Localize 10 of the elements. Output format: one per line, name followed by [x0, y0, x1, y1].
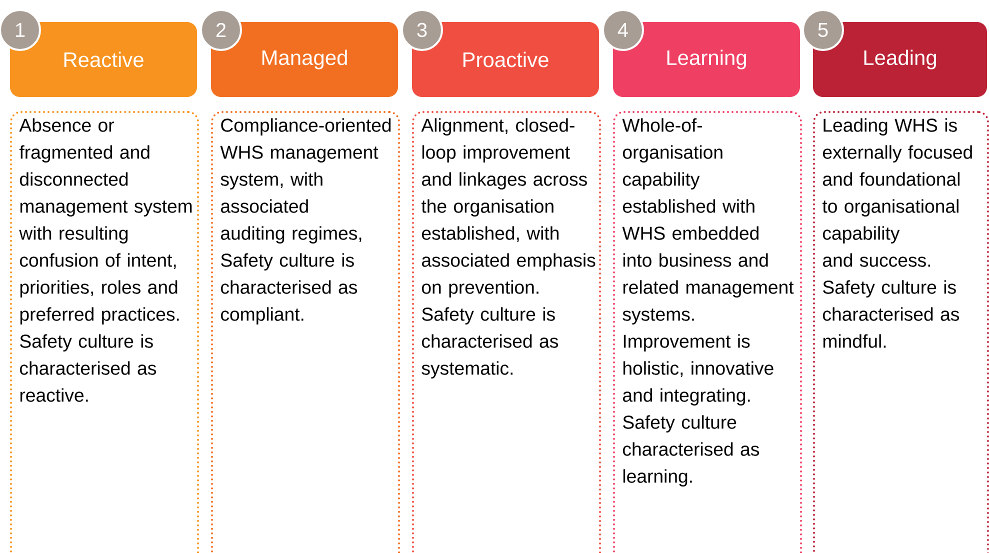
description-text: Compliance-oriented WHS management system, with associated auditing regimes, Safety culture is characterised as compliant. — [220, 118, 391, 325]
description-text: Whole-of-organisation capability established with WHS embedded into business and related management systems. Improvement is holistic, innovative and integrating. Safety culture characterised as learning. — [622, 118, 794, 487]
description-text: Absence or fragmented and disconnected management system with resulting confusion of intent, priorities, roles and preferred practices. Safety culture is characterised as reactive. — [19, 118, 192, 402]
description-text: Alignment, closed-loop improvement and linkages across the organisation established, with associated emphasis on prevention. Safety culture is characterised as systematic. — [421, 118, 596, 379]
description-box — [10, 111, 199, 553]
description-box — [211, 111, 400, 553]
description-box — [613, 111, 802, 553]
description-box — [813, 111, 989, 553]
description-box — [412, 111, 601, 553]
description-text: Leading WHS is externally focused and foundational to organisational capability and success. Safety culture is characterised as mindful. — [822, 118, 972, 348]
